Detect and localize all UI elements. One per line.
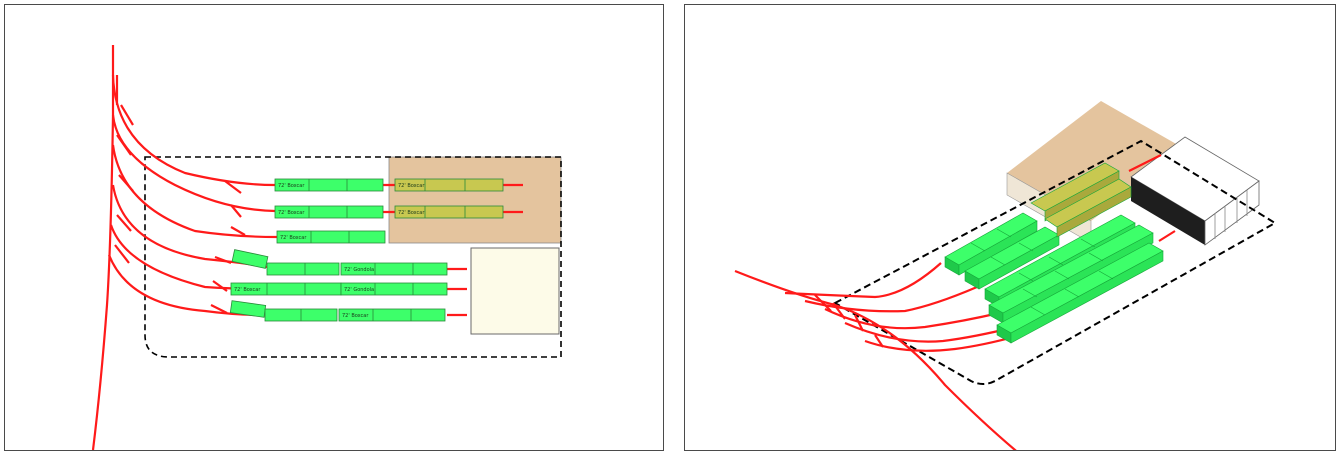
isometric-view-panel [684, 4, 1336, 451]
car-label: 72' Boxcar [278, 210, 305, 216]
car-label: 72' Boxcar [398, 183, 425, 189]
railcar [394, 178, 504, 192]
site-boundary-iso [832, 139, 1277, 385]
railcar [340, 262, 448, 276]
car-label: 72' Gondola [344, 267, 374, 273]
railcar [276, 230, 386, 244]
railcar [394, 205, 504, 219]
car-label: 72' Boxcar [342, 313, 369, 319]
tan-building [388, 156, 562, 244]
railcar [274, 178, 384, 192]
plan-view-panel: 72' Boxcar 72' Boxcar 72' Boxcar 72' Box… [4, 4, 664, 451]
car-label: 72' Boxcar [280, 235, 307, 241]
railcar [338, 308, 446, 322]
car-label: 72' Boxcar [278, 183, 305, 189]
railcar [266, 262, 340, 276]
car-label: 72' Boxcar [234, 287, 261, 293]
railcar [274, 205, 384, 219]
isometric-view-diagram [734, 101, 1277, 450]
rail-tracks-iso [734, 154, 1176, 450]
car-label: 72' Gondola [344, 287, 374, 293]
plan-view-diagram: 72' Boxcar 72' Boxcar 72' Boxcar 72' Box… [91, 45, 562, 450]
railcars-iso [944, 162, 1164, 344]
railcar [340, 282, 448, 296]
site-boundary [144, 156, 562, 358]
car-label: 72' Boxcar [398, 210, 425, 216]
cream-building [470, 247, 560, 335]
rail-tracks [91, 45, 523, 450]
railcar [231, 249, 269, 269]
railcars-plan [229, 178, 504, 322]
car-labels: 72' Boxcar 72' Boxcar 72' Boxcar 72' Box… [234, 183, 425, 319]
white-building-iso [1130, 136, 1260, 246]
